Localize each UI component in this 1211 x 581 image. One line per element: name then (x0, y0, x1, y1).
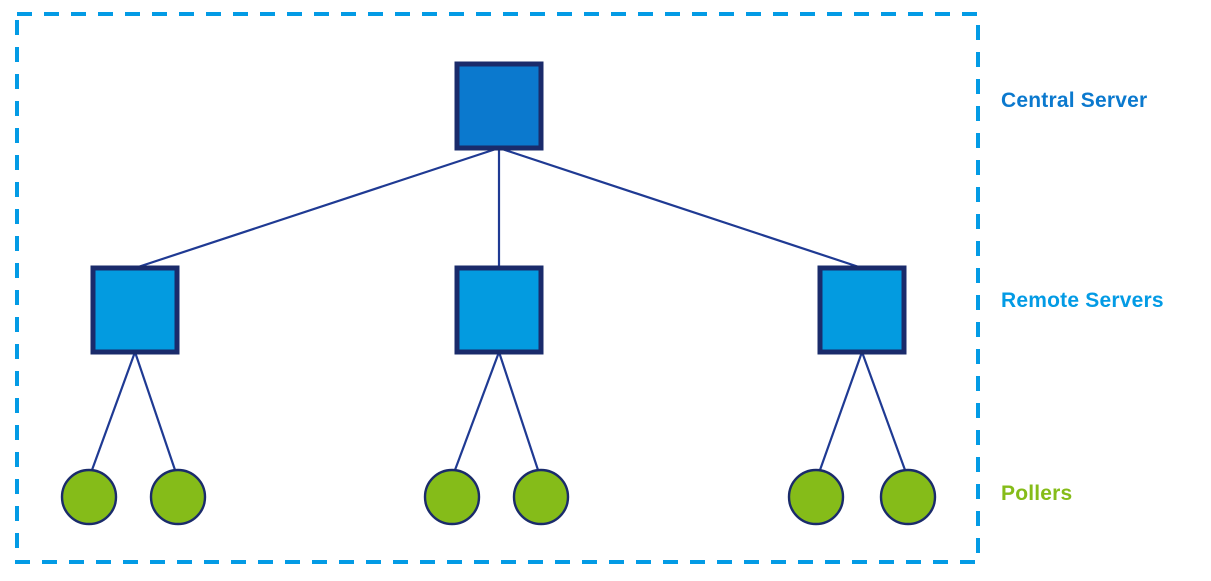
edge-remote3-poller6 (860, 351, 907, 471)
node-central-server[interactable] (454, 61, 544, 151)
node-remote-server-1[interactable] (90, 265, 180, 355)
node-poller-5[interactable] (787, 468, 845, 526)
node-poller-3[interactable] (423, 468, 481, 526)
edge-remote1-poller1 (90, 351, 137, 471)
edge-central-remote-3 (498, 146, 863, 270)
node-poller-1[interactable] (60, 468, 118, 526)
node-remote-server-2[interactable] (454, 265, 544, 355)
node-remote-server-3[interactable] (817, 265, 907, 355)
connector-group-central-to-remote (134, 146, 863, 270)
central-server-square[interactable] (454, 61, 544, 151)
edge-remote3-poller5 (818, 351, 864, 471)
node-group-pollers (60, 468, 937, 526)
edge-remote2-poller3 (453, 351, 501, 471)
edge-remote1-poller2 (133, 351, 177, 471)
node-poller-2[interactable] (149, 468, 207, 526)
edge-central-remote-1 (134, 146, 500, 270)
edge-remote2-poller4 (497, 351, 540, 471)
tier-label-central-server: Central Server (1001, 89, 1148, 112)
tier-label-remote-servers: Remote Servers (1001, 289, 1164, 312)
node-group-remote-servers (90, 265, 907, 355)
node-poller-6[interactable] (879, 468, 937, 526)
connector-group-remote-to-pollers (90, 351, 907, 471)
node-poller-4[interactable] (512, 468, 570, 526)
tier-label-pollers: Pollers (1001, 482, 1073, 505)
